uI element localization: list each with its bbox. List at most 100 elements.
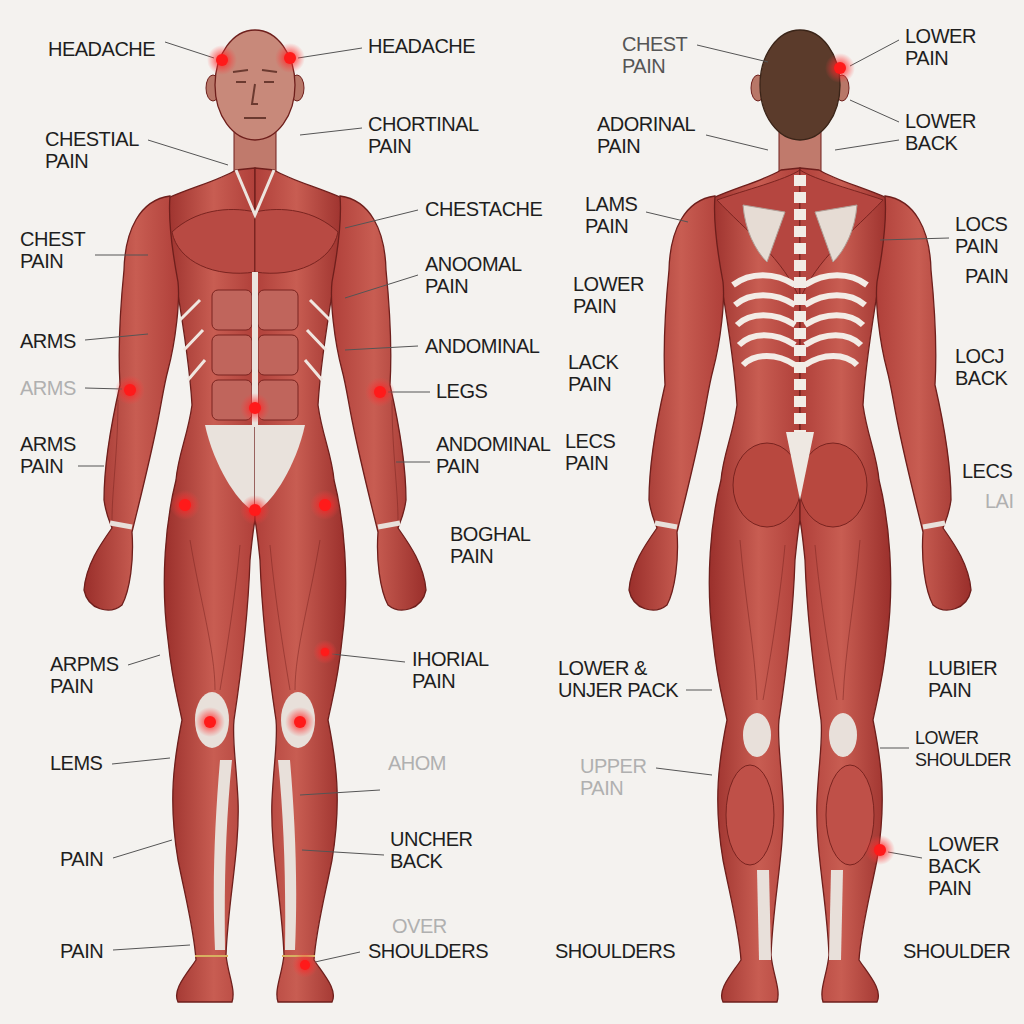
thigh-line xyxy=(190,540,240,690)
body-half xyxy=(84,168,255,1002)
label-holder: LEGS xyxy=(436,380,487,402)
label-holder: ARMS xyxy=(20,330,76,352)
label-holder: LOCS PAIN xyxy=(955,213,1017,257)
label-holder: ARMS xyxy=(20,377,76,399)
pain-label: PAIN xyxy=(965,265,1008,287)
pain-label: LAMS PAIN xyxy=(585,193,655,237)
hamstring-line xyxy=(740,540,785,700)
achilles xyxy=(757,870,771,960)
leader-line xyxy=(95,255,148,256)
ab-block xyxy=(212,290,252,330)
pain-glow xyxy=(865,835,895,865)
label-holder: CHORTINAL PAIN xyxy=(368,113,493,157)
label-holder: PAIN xyxy=(965,265,1008,287)
pain-label: ARPMS PAIN xyxy=(50,653,130,697)
leader-line xyxy=(298,48,362,58)
leader-line xyxy=(302,850,384,855)
label-holder: LUBIER PAIN xyxy=(928,657,1010,701)
leader-line xyxy=(850,100,899,122)
pain-label: ARMS xyxy=(20,330,76,352)
label-holder: CHEST PAIN xyxy=(20,228,100,272)
pain-dot xyxy=(179,499,191,511)
ab-block xyxy=(212,335,252,375)
knee-back xyxy=(743,713,771,757)
leader-line xyxy=(315,952,360,962)
ankle-band xyxy=(195,955,228,957)
pain-glow xyxy=(207,45,237,75)
leader-lines xyxy=(78,40,949,962)
label-holder: CHESTACHE xyxy=(425,198,542,220)
label-holder: LOWER & UNJER PACK xyxy=(558,657,688,701)
body-half xyxy=(629,168,801,1002)
label-holder: SHOULDERS xyxy=(555,940,675,962)
pain-dot xyxy=(300,960,310,970)
pain-label: LECS xyxy=(962,460,1012,482)
pain-label: LOCS PAIN xyxy=(955,213,1017,257)
label-holder: LECS xyxy=(962,460,1012,482)
label-holder: LOWER PAIN xyxy=(905,25,987,69)
pain-label: IHORIAL PAIN xyxy=(412,648,502,692)
pain-dot xyxy=(124,384,136,396)
leader-line xyxy=(345,275,418,298)
label-holder: HEADACHE xyxy=(48,38,155,60)
pain-label: CHESTACHE xyxy=(425,198,542,220)
leader-line xyxy=(835,140,899,150)
leader-line xyxy=(656,768,712,775)
pain-label: UNCHER BACK xyxy=(390,828,482,872)
pain-glow xyxy=(313,640,337,664)
pain-label: LOWER PAIN xyxy=(573,273,655,317)
leader-line xyxy=(345,210,418,228)
pain-dot xyxy=(294,716,306,728)
label-holder: CHESTIAL PAIN xyxy=(45,128,153,172)
pain-label: LOWER BACK PAIN xyxy=(928,833,1010,899)
pain-glow xyxy=(292,952,318,978)
pain-glow xyxy=(365,377,395,407)
label-holder: LAI xyxy=(985,490,1014,512)
leader-line xyxy=(880,748,909,749)
pain-glow xyxy=(195,707,225,737)
label-holder: IHORIAL PAIN xyxy=(412,648,502,692)
head-hair xyxy=(760,30,840,140)
sternum-line xyxy=(236,170,274,215)
leader-line xyxy=(78,466,104,467)
label-holder: ADORINAL PAIN xyxy=(597,113,709,157)
pain-label: LACK PAIN xyxy=(568,351,638,395)
pain-label: SHOULDERS xyxy=(555,940,675,962)
pain-dot xyxy=(874,844,886,856)
pain-dot xyxy=(204,716,216,728)
pain-label: ARMS xyxy=(20,377,76,399)
pain-label: LAI xyxy=(985,490,1014,512)
label-holder: LOWER SHOULDER xyxy=(915,727,1015,771)
pain-glow xyxy=(825,53,855,83)
label-holder: ANDOMINAL PAIN xyxy=(436,433,564,477)
arm xyxy=(84,196,179,610)
leader-line xyxy=(112,758,170,764)
leader-line xyxy=(113,840,172,858)
label-holder: ARPMS PAIN xyxy=(50,653,130,697)
pain-dot xyxy=(249,504,261,516)
leader-line xyxy=(850,40,899,66)
wrist-band xyxy=(655,523,677,527)
label-holder: OVER xyxy=(392,915,447,937)
knee xyxy=(195,692,229,748)
pain-glow xyxy=(285,707,315,737)
pain-dot xyxy=(216,54,228,66)
pain-glow xyxy=(240,495,270,525)
leader-line xyxy=(85,334,148,340)
pain-label: ANDOMINAL PAIN xyxy=(436,433,564,477)
pain-label: CHESTIAL PAIN xyxy=(45,128,153,172)
label-holder: CHEST PAIN xyxy=(622,33,702,77)
label-holder: BOGHAL PAIN xyxy=(450,523,542,567)
leader-line xyxy=(165,42,214,58)
pain-glow xyxy=(170,490,200,520)
pain-label: HEADACHE xyxy=(48,38,155,60)
leader-line xyxy=(345,346,418,350)
wrist-band xyxy=(110,523,132,527)
leader-line xyxy=(300,128,362,135)
label-holder: SHOULDERS xyxy=(368,940,488,962)
label-holder: UPPER PAIN xyxy=(580,755,660,799)
leader-line xyxy=(396,462,430,463)
leader-line xyxy=(646,212,688,222)
label-holder: AHOM xyxy=(388,752,446,774)
